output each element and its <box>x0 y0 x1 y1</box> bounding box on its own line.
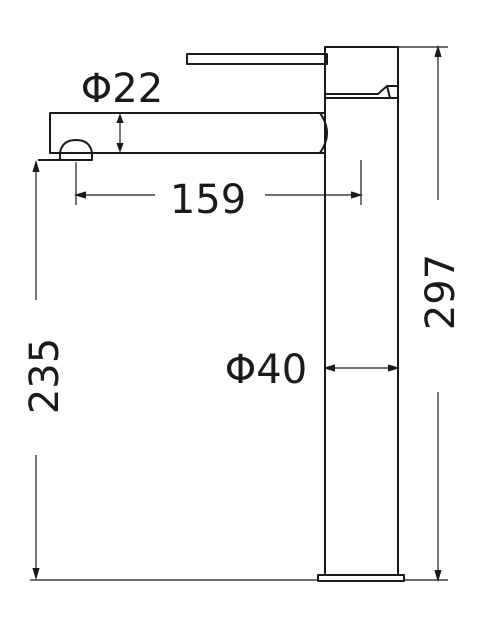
body-diameter-label: Φ40 <box>225 347 307 393</box>
reach-arrow-left <box>73 191 87 199</box>
total-height-arrow-bottom <box>434 569 442 583</box>
dimension-labels: Φ22 159 Φ40 235 297 <box>22 66 464 414</box>
dimension-lines <box>30 44 448 583</box>
reach-arrow-right <box>350 191 364 199</box>
body-diameter-arrow-left <box>322 364 336 372</box>
spout-joint <box>319 112 328 154</box>
lever-handle <box>186 53 328 65</box>
spout-diameter-arrow-top <box>116 113 124 124</box>
faucet-outline <box>38 46 405 582</box>
outlet-height-arrow-bottom <box>32 567 40 581</box>
base-plate <box>317 574 405 582</box>
spout <box>49 112 325 154</box>
total-height-arrow-top <box>434 44 442 58</box>
spout-diameter-arrow-bottom <box>116 142 124 153</box>
cap-bevel <box>386 85 391 99</box>
outlet-height-arrow-top <box>32 159 40 173</box>
outlet-height-label: 235 <box>22 338 68 414</box>
faucet-body <box>324 86 399 575</box>
body-diameter-arrow-right <box>387 364 401 372</box>
total-height-label: 297 <box>418 254 464 330</box>
aerator <box>59 139 93 161</box>
spout-diameter-label: Φ22 <box>81 66 163 112</box>
spout-reach-label: 159 <box>170 177 246 223</box>
